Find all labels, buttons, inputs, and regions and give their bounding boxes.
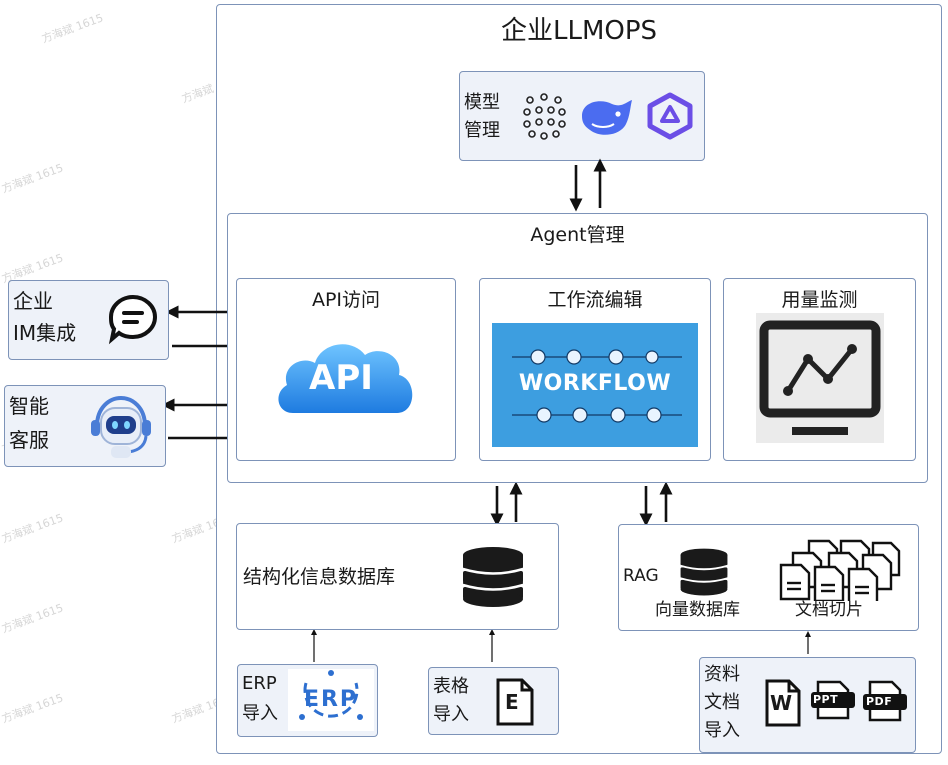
erp-import-label-2: 导入 (242, 703, 278, 724)
agent-management-title: Agent管理 (530, 224, 625, 246)
workflow-edit-box[interactable]: 工作流编辑 WORKFLOW (479, 278, 711, 461)
monitor-chart-icon (756, 313, 884, 443)
smart-service-label-2: 客服 (9, 428, 49, 452)
im-integration-box[interactable]: 企业 IM集成 (8, 280, 169, 360)
word-file-icon (765, 679, 801, 727)
docs-import-label-2: 文档 (704, 692, 740, 713)
database-icon (462, 547, 524, 607)
api-access-box[interactable]: API访问 API (236, 278, 456, 461)
ppt-file-icon (811, 680, 855, 720)
qwen-icon (647, 92, 693, 140)
table-import-label-1: 表格 (433, 676, 469, 697)
neural-network-icon (523, 93, 566, 140)
vector-database-icon (680, 548, 728, 596)
erp-logo-text: ERP (303, 687, 359, 712)
ppt-file-text: PPT (813, 693, 839, 706)
table-import-box[interactable]: 表格 导入 E (428, 667, 559, 735)
rag-box[interactable]: RAG 向量数据库 文档切片 (618, 524, 919, 631)
usage-monitoring-box[interactable]: 用量监测 (723, 278, 916, 461)
docs-import-label-3: 导入 (704, 720, 740, 741)
vector-db-label: 向量数据库 (655, 600, 740, 620)
structured-db-box[interactable]: 结构化信息数据库 (236, 523, 559, 630)
workflow-banner-text: WORKFLOW (518, 371, 672, 396)
chunking-label: 文档切片 (795, 600, 863, 620)
deepseek-whale-icon (582, 100, 632, 135)
word-file-letter: W (770, 691, 793, 715)
workflow-edit-title: 工作流编辑 (547, 289, 643, 311)
pdf-file-text: PDF (866, 695, 893, 708)
smart-service-box[interactable]: 智能 客服 (4, 385, 166, 467)
erp-logo: ERP (288, 669, 374, 731)
erp-import-box[interactable]: ERP 导入 ERP (237, 664, 378, 737)
document-chunks-icon (779, 539, 901, 601)
rag-label: RAG (623, 566, 659, 586)
robot-support-icon (91, 395, 151, 458)
im-integration-label-2: IM集成 (13, 321, 77, 345)
workflow-banner: WORKFLOW (492, 323, 698, 447)
usage-monitoring-title: 用量监测 (781, 289, 858, 311)
model-management-label-1: 模型 (464, 92, 500, 113)
api-cloud-text: API (309, 358, 373, 398)
pdf-file-icon (863, 680, 907, 722)
excel-file-icon (496, 678, 534, 726)
api-cloud-icon (278, 344, 413, 413)
erp-import-label-1: ERP (242, 673, 277, 694)
table-import-label-2: 导入 (433, 704, 469, 725)
im-integration-label-1: 企业 (13, 289, 53, 313)
docs-import-box[interactable]: 资料 文档 导入 W PPT PDF (699, 657, 916, 753)
smart-service-label-1: 智能 (9, 394, 49, 418)
model-management-label-2: 管理 (464, 120, 500, 141)
main-title: 企业LLMOPS (500, 16, 658, 46)
chat-bubble-icon (108, 294, 158, 345)
structured-db-label: 结构化信息数据库 (243, 566, 396, 588)
model-management-box[interactable]: 模型 管理 (459, 71, 705, 161)
api-access-title: API访问 (311, 289, 381, 311)
docs-import-label-1: 资料 (704, 664, 740, 685)
excel-file-letter: E (505, 690, 519, 714)
